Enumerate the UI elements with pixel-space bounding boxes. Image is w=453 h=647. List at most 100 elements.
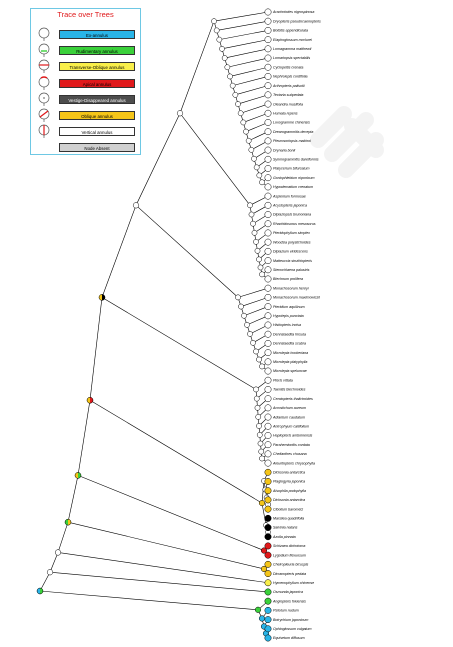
taxon-label: Goniophlebium niponicum xyxy=(273,176,315,180)
taxon-label: Acystopteris japonica xyxy=(272,204,307,208)
taxon-label: Dennstaedtia scabra xyxy=(273,342,306,346)
internal-node xyxy=(235,294,241,301)
taxon-label: Pteris vittata xyxy=(273,378,293,382)
tip-node-none xyxy=(264,404,272,412)
internal-node xyxy=(247,331,253,337)
taxon-label: Tectaria subpedata xyxy=(273,93,303,97)
tip-node-exannulus xyxy=(264,625,272,633)
taxon-label: Dryopteris pseudocaenopteris xyxy=(273,19,321,23)
taxon-label: Plagiogyria japonica xyxy=(273,480,305,484)
taxon-label: Rhachidosorus mesosorus xyxy=(273,222,316,226)
internal-node xyxy=(221,55,228,61)
internal-node xyxy=(257,264,264,271)
taxon-label: Oleandra musifolia xyxy=(273,102,303,106)
tip-node-oblique xyxy=(264,505,272,513)
taxon-label: Cheiropleuria bicuspis xyxy=(273,563,309,567)
taxon-label: Aleuritopteris chrysophylla xyxy=(272,461,315,465)
taxon-label: Monachosorum maximowiczii xyxy=(273,296,320,300)
legend-item-apical-annulus: Apical annulus xyxy=(59,78,135,88)
tip-node-none xyxy=(264,358,272,366)
internal-node xyxy=(253,239,259,245)
ancestral-state-node xyxy=(86,396,94,404)
tip-node-none xyxy=(264,441,272,449)
tip-node-vestige xyxy=(264,524,272,531)
sporangium-vertical-icon xyxy=(38,124,50,139)
taxon-label: Taenitis blechnoides xyxy=(273,388,306,392)
tip-node-exannulus xyxy=(264,616,272,624)
sporangium-apical-icon xyxy=(38,75,50,90)
tip-node-none xyxy=(264,220,272,228)
tip-node-none xyxy=(264,376,272,384)
internal-node xyxy=(256,423,262,429)
taxon-label: Lygodium flexuosum xyxy=(273,553,306,557)
taxon-label: Hymenophyllum chinense xyxy=(273,581,314,585)
internal-node xyxy=(259,271,265,278)
taxon-label: Microlepia platyphylla xyxy=(273,360,307,364)
tip-node-none xyxy=(264,303,272,311)
taxon-label: Hypolepis punctata xyxy=(273,314,304,318)
tip-node-none xyxy=(264,137,272,145)
internal-node xyxy=(253,164,260,171)
tip-node-none xyxy=(264,100,272,108)
taxon-label: Drynaria bonii xyxy=(273,148,295,152)
taxon-label: Histiopteris incisa xyxy=(273,323,301,327)
sporangium-transverse-icon xyxy=(38,60,50,74)
taxon-label: Schizaea dichotoma xyxy=(273,544,305,548)
tip-node-none xyxy=(264,26,272,34)
tip-node-none xyxy=(264,192,272,200)
legend-item-ex-annulus: Ex-annulus xyxy=(59,30,135,39)
taxon-label: Antrophyum callifolium xyxy=(272,424,309,428)
internal-node xyxy=(237,110,244,117)
internal-node xyxy=(259,363,265,370)
internal-node xyxy=(238,303,244,310)
legend-item-vertical-annulus: Vertical annulus xyxy=(59,127,135,137)
taxon-label: Alsophila podophylla xyxy=(272,489,306,493)
taxon-label: Asplenium formosae xyxy=(272,194,306,198)
taxon-label: Loxogramme chinensis xyxy=(273,121,310,125)
internal-node xyxy=(253,348,259,355)
internal-node xyxy=(251,229,258,236)
tip-node-none xyxy=(264,229,272,237)
tip-node-none xyxy=(264,183,272,191)
taxon-label: Psilotum nudum xyxy=(273,609,299,613)
tip-node-none xyxy=(264,82,272,90)
ancestral-state-node xyxy=(64,518,72,526)
tip-node-none xyxy=(264,36,272,44)
internal-node xyxy=(259,179,265,186)
taxon-label: Osmunda japonica xyxy=(273,590,303,594)
internal-node xyxy=(219,45,225,52)
internal-node xyxy=(227,73,233,80)
tip-node-rudimentary xyxy=(264,588,272,596)
taxon-label: Diplaziopsis brunoniana xyxy=(273,213,311,217)
taxon-label: Monachosorum henryi xyxy=(273,286,309,290)
taxon-label: Woodsia polystichoides xyxy=(273,240,311,244)
taxon-label: Botrychium japonicum xyxy=(273,618,308,622)
internal-node xyxy=(247,202,253,209)
tip-node-none xyxy=(264,385,272,393)
taxon-label: Cibotium barometz xyxy=(273,507,303,511)
taxon-label: Synmogrammitis dareiformis xyxy=(273,157,319,161)
tip-node-oblique xyxy=(264,570,272,578)
internal-node xyxy=(243,128,249,135)
internal-node xyxy=(250,339,256,346)
tip-node-none xyxy=(264,266,272,274)
tip-node-none xyxy=(264,119,272,126)
tip-node-none xyxy=(264,54,272,62)
watermark-graphic xyxy=(310,106,384,178)
taxon-label: Pteridium aquilinum xyxy=(273,305,305,309)
internal-node xyxy=(256,356,262,363)
legend-title: Trace over Trees xyxy=(57,10,114,19)
legend-item-node-absent: Node Absent xyxy=(59,143,135,153)
taxon-label: Lomariopsis spectabilis xyxy=(273,56,310,60)
tip-node-none xyxy=(264,312,272,320)
internal-node xyxy=(211,18,217,25)
tip-node-none xyxy=(264,17,272,25)
taxon-label: Dicksonia antarctica xyxy=(273,498,305,502)
internal-node xyxy=(254,247,261,254)
tip-node-transverse xyxy=(264,579,272,587)
taxon-label: Pleurosoriopsis makinoi xyxy=(273,139,311,143)
internal-node xyxy=(248,211,255,218)
taxon-label: Parahemionitis cordata xyxy=(273,443,310,447)
tip-node-none xyxy=(264,72,272,80)
tip-node-none xyxy=(264,109,272,117)
